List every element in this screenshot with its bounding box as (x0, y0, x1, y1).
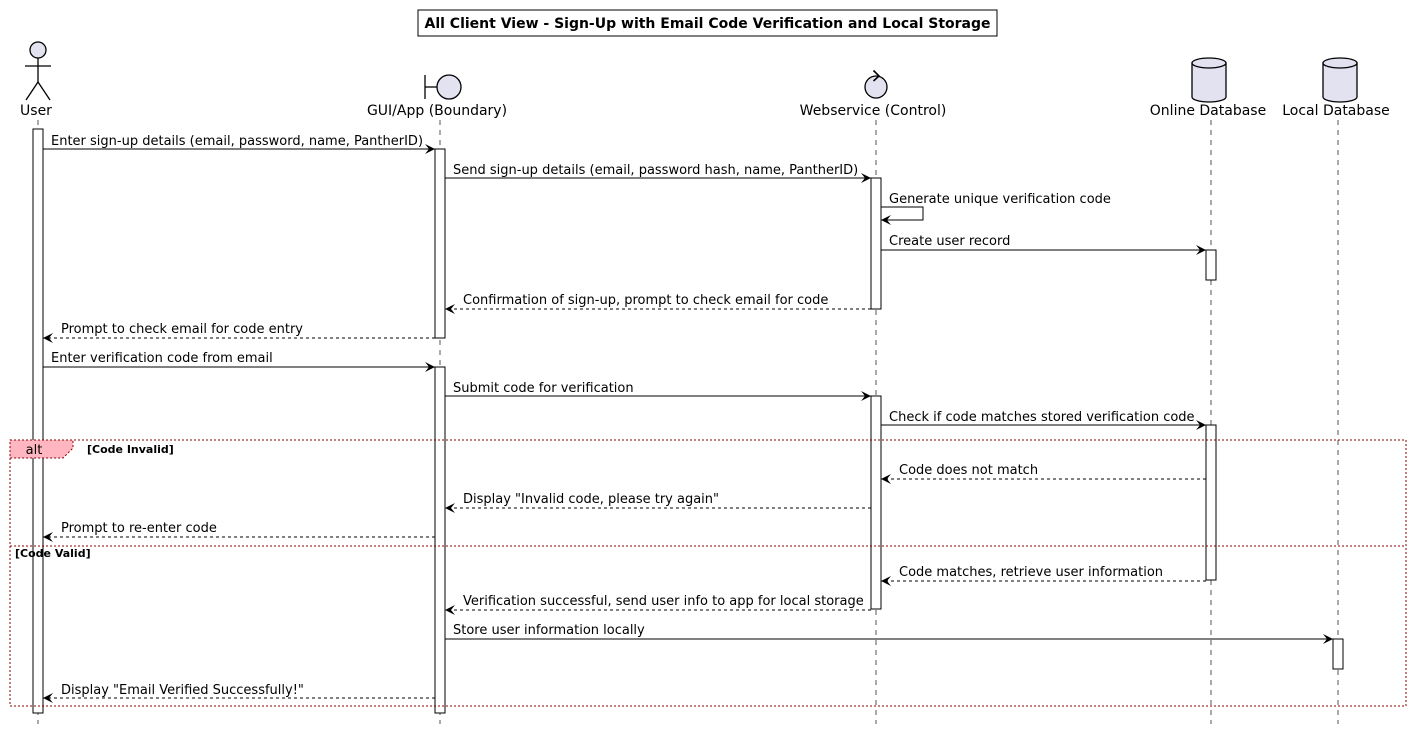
title-box (417, 9, 998, 37)
alt-label: alt (26, 443, 43, 458)
return-message: Prompt to check email for code entry (43, 322, 435, 343)
activation-online-database (1205, 249, 1217, 281)
message: Submit code for verification (445, 381, 871, 401)
activation-online-database (1205, 424, 1217, 581)
participant-local-database: Local Database (1282, 103, 1390, 119)
boundary-icon (424, 74, 462, 100)
guard-code-invalid: [Code Invalid] (87, 443, 174, 456)
message-label: Send sign-up details (email, password ha… (453, 163, 858, 178)
activation-gui (434, 148, 446, 339)
return-message: Display "Email Verified Successfully!" (43, 683, 435, 703)
participant-webservice: Webservice (Control) (800, 103, 947, 119)
self-message: Generate unique verification code (881, 192, 1111, 225)
guard-code-valid: [Code Valid] (15, 547, 91, 560)
message-label: Enter sign-up details (email, password, … (51, 134, 423, 149)
return-message: Code does not match (881, 463, 1206, 484)
message: Create user record (881, 234, 1206, 255)
activations (32, 128, 1344, 714)
return-message: Prompt to re-enter code (43, 521, 435, 542)
participant-online-database: Online Database (1150, 103, 1266, 119)
message-label: Confirmation of sign-up, prompt to check… (463, 293, 828, 308)
message: Check if code matches stored verificatio… (881, 410, 1206, 430)
activation-local-database (1332, 638, 1344, 670)
database-icon (1322, 57, 1358, 103)
message: Enter sign-up details (email, password, … (43, 134, 435, 154)
message-label: Display "Invalid code, please try again" (463, 492, 719, 507)
message-label: Code matches, retrieve user information (899, 565, 1163, 580)
alt-tab (9, 439, 74, 459)
message-label: Create user record (889, 234, 1010, 249)
control-icon (864, 69, 888, 99)
alt-frame (9, 439, 1407, 707)
message-label: Code does not match (899, 463, 1038, 478)
message: Store user information locally (445, 623, 1333, 644)
activation-webservice (870, 177, 882, 310)
message-label: Display "Email Verified Successfully!" (61, 683, 304, 698)
participant-user: User (20, 103, 52, 119)
activation-user (32, 128, 44, 714)
activation-webservice (870, 395, 882, 610)
message: Send sign-up details (email, password ha… (445, 163, 871, 183)
message-label: Verification successful, send user info … (463, 594, 864, 609)
message-label: Prompt to check email for code entry (61, 322, 303, 337)
return-message: Code matches, retrieve user information (881, 565, 1206, 586)
database-icon (1191, 57, 1227, 103)
message-label: Prompt to re-enter code (61, 521, 217, 536)
message-label: Generate unique verification code (889, 192, 1111, 207)
return-message: Confirmation of sign-up, prompt to check… (445, 293, 871, 314)
alt-fragment: alt [Code Invalid] [Code Valid] (9, 439, 1407, 707)
diagram-title: All Client View - Sign-Up with Email Cod… (424, 16, 990, 32)
message: Enter verification code from email (43, 351, 435, 372)
actor-icon (25, 41, 51, 101)
participant-gui: GUI/App (Boundary) (367, 103, 507, 119)
return-message: Verification successful, send user info … (445, 594, 871, 615)
message-label: Store user information locally (453, 623, 645, 638)
message-label: Enter verification code from email (51, 351, 273, 366)
message-label: Submit code for verification (453, 381, 634, 396)
activation-gui (434, 366, 446, 714)
message-label: Check if code matches stored verificatio… (889, 410, 1195, 425)
return-message: Display "Invalid code, please try again" (445, 492, 871, 513)
